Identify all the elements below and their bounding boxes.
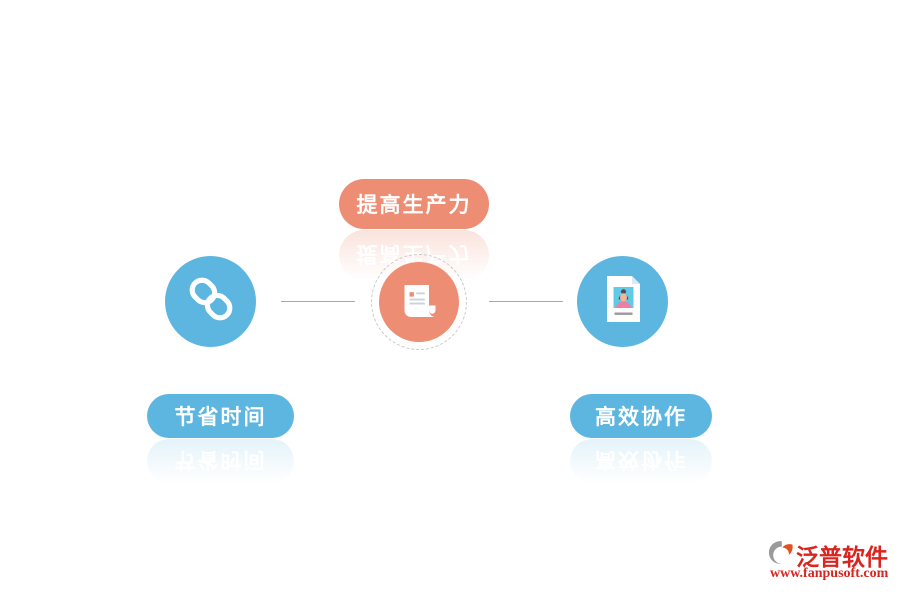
label-efficient-collaboration: 高效协作	[570, 394, 712, 438]
chain-link-icon	[184, 272, 238, 331]
node-circle-collaboration	[577, 256, 668, 347]
save-time-label-reflection: 节省时间	[147, 439, 294, 483]
label-save-time: 节省时间	[147, 394, 294, 438]
top-label-productivity: 提高生产力	[339, 179, 489, 229]
center-node-dashed-ring	[371, 254, 467, 350]
scroll-document-icon	[396, 277, 442, 328]
connector-line-left	[281, 301, 355, 302]
node-circle-save-time	[165, 256, 256, 347]
collaboration-label-reflection: 高效协作	[570, 439, 712, 483]
watermark: 泛普软件 www.fanpusoft.com	[768, 538, 892, 588]
watermark-title: 泛普软件	[796, 544, 888, 570]
id-card-document-icon	[599, 272, 647, 331]
watermark-url: www.fanpusoft.com	[770, 566, 889, 581]
node-circle-productivity	[379, 262, 459, 342]
fanpu-logo-icon	[768, 540, 795, 565]
connector-line-right	[489, 301, 563, 302]
